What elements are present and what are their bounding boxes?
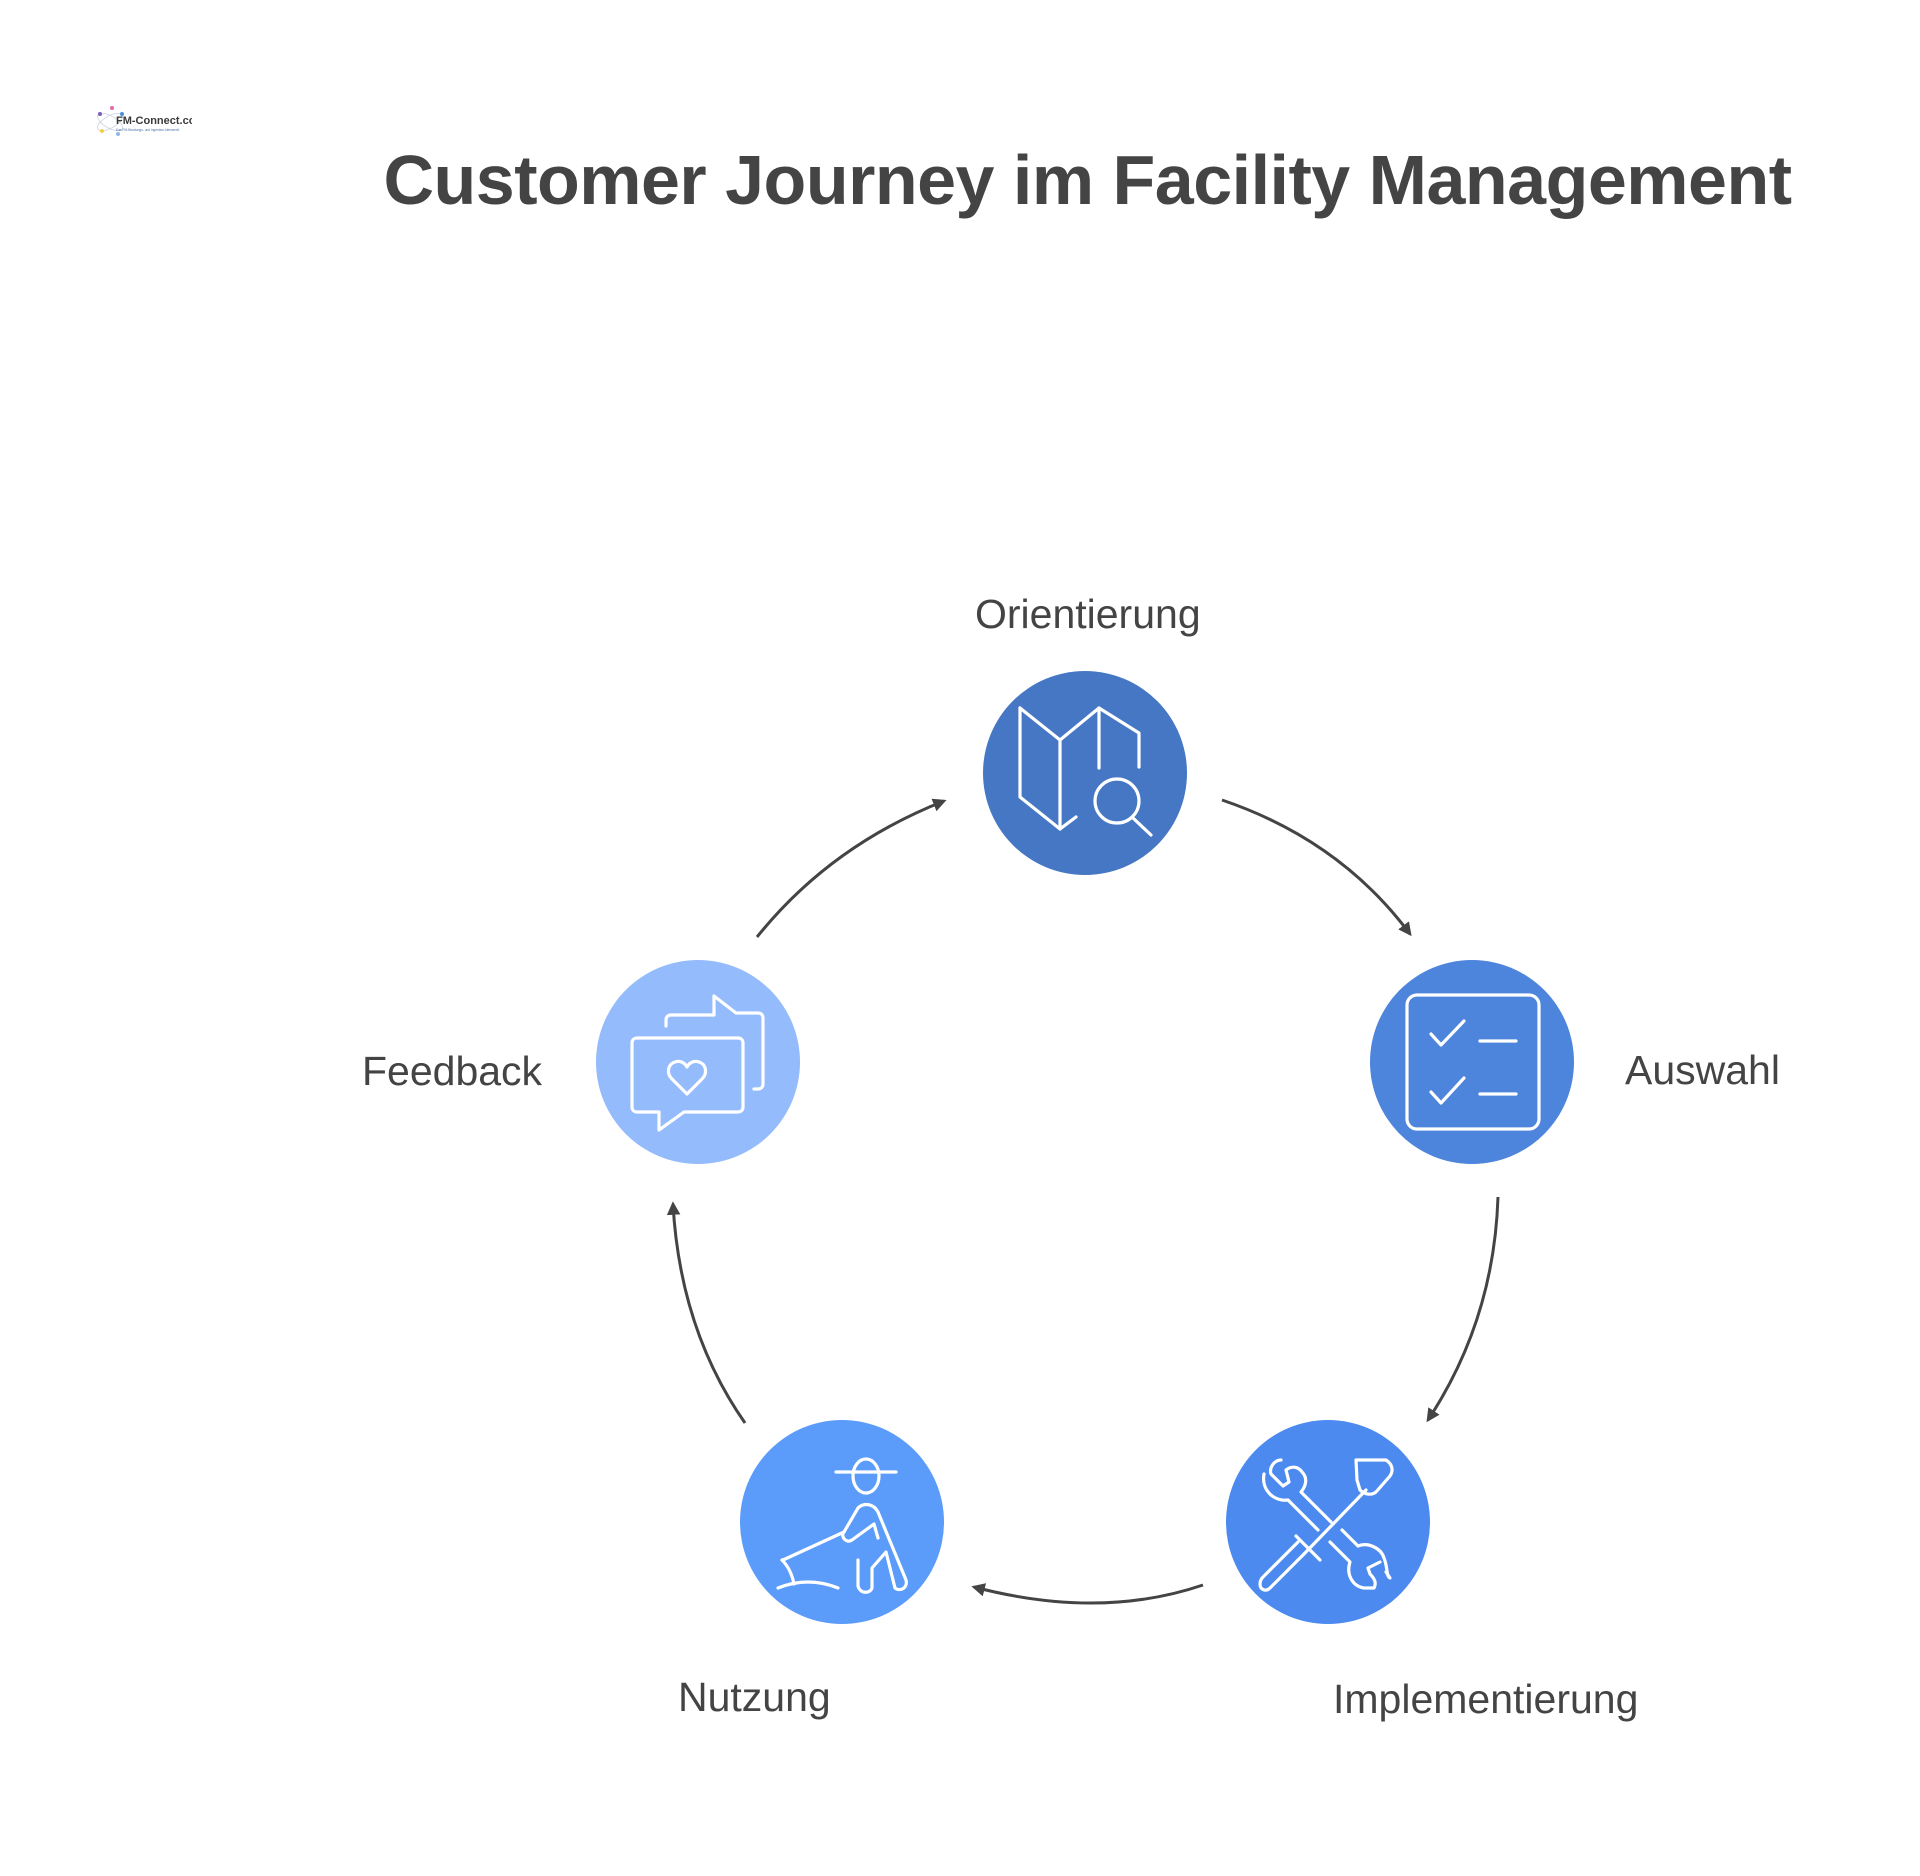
logo-brand-text: FM-Connect.com	[116, 115, 192, 127]
step-label-orientierung: Orientierung	[975, 591, 1201, 637]
worker-using-icon	[740, 1420, 944, 1624]
fm-connect-logo: FM-Connect.com Das FM-Beratungs- und Ing…	[92, 96, 205, 146]
network-atom-logo-icon: FM-Connect.com Das FM-Beratungs- und Ing…	[97, 106, 205, 136]
map-search-icon	[983, 671, 1187, 875]
step-label-implementierung: Implementierung	[1333, 1676, 1639, 1722]
arrow-auswahl-to-implementierung	[1426, 1196, 1500, 1423]
step-label-nutzung: Nutzung	[678, 1674, 831, 1720]
tools-wrench-screwdriver-icon	[1226, 1420, 1430, 1624]
step-node-nutzung[interactable]	[740, 1420, 944, 1624]
step-label-auswahl: Auswahl	[1625, 1047, 1780, 1093]
page-title: Customer Journey im Facility Management	[383, 141, 1792, 219]
step-node-feedback[interactable]	[596, 960, 800, 1164]
step-node-orientierung[interactable]	[983, 671, 1187, 875]
step-node-implementierung[interactable]	[1226, 1420, 1430, 1624]
logo-tagline-text: Das FM-Beratungs- und Ingenieur-Netzwerk…	[116, 128, 180, 132]
arrow-orientierung-to-auswahl	[1221, 798, 1412, 937]
chat-heart-icon	[596, 960, 800, 1164]
step-node-auswahl[interactable]	[1370, 960, 1574, 1164]
arrow-nutzung-to-feedback	[666, 1201, 747, 1424]
checklist-icon	[1370, 960, 1574, 1164]
arrow-implementierung-to-nutzung	[971, 1583, 1204, 1605]
step-label-feedback: Feedback	[362, 1048, 543, 1094]
arrow-feedback-to-orientierung	[755, 798, 947, 938]
